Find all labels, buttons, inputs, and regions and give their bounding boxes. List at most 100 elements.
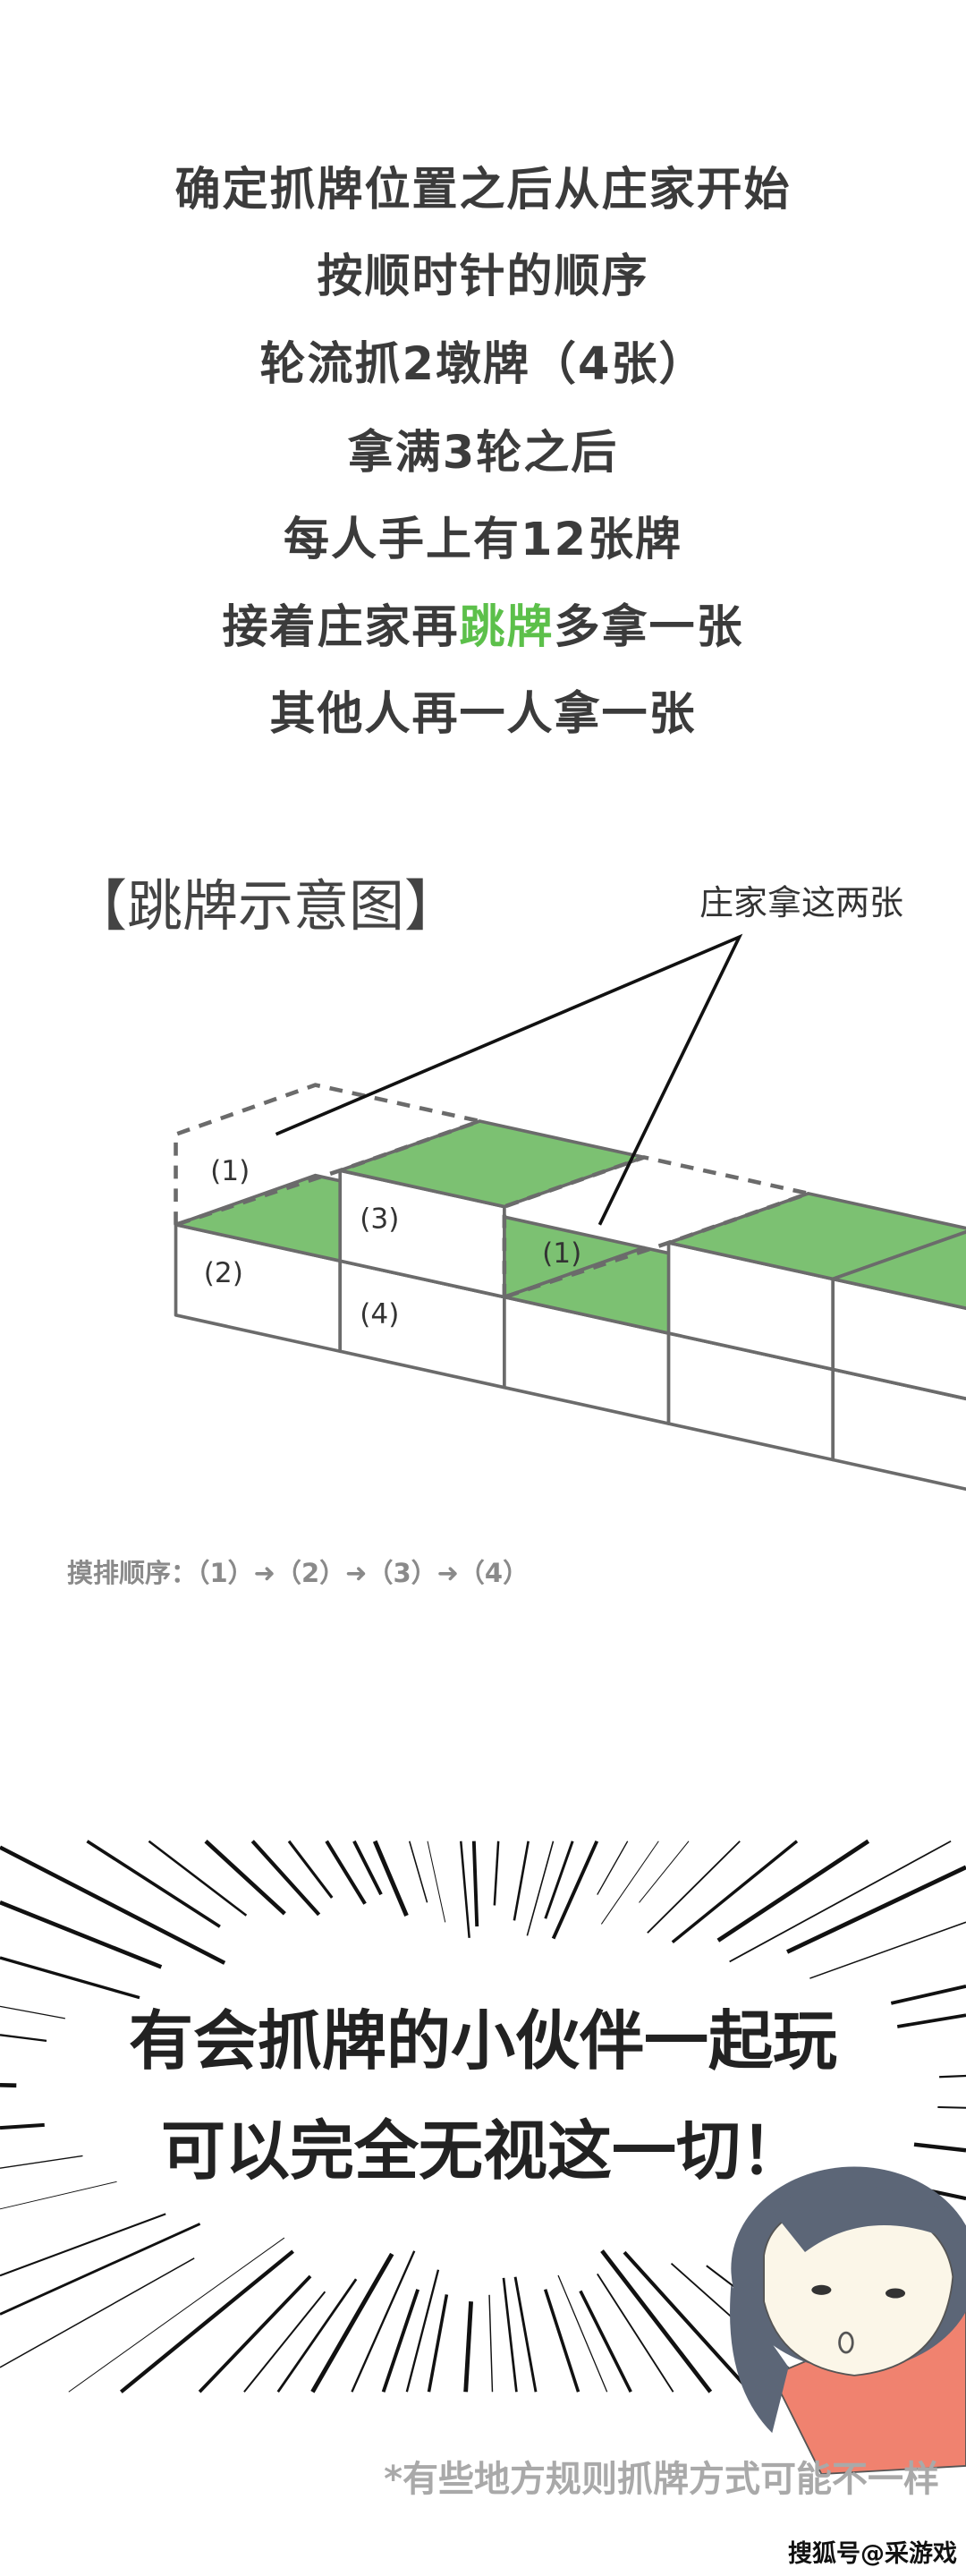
speed-line bbox=[0, 2257, 195, 2368]
speed-line bbox=[372, 1840, 409, 1917]
intro-line: 接着庄家再跳牌多拿一张 bbox=[0, 590, 966, 656]
speed-line bbox=[0, 2034, 47, 2043]
speed-line bbox=[325, 1840, 367, 1905]
line-text: 按顺时针的顺序 bbox=[317, 251, 649, 303]
speed-line bbox=[0, 1956, 140, 2000]
speed-line bbox=[716, 1839, 870, 1943]
speed-line bbox=[0, 2155, 83, 2169]
speed-line bbox=[471, 1841, 479, 1927]
intro-line: 每人手上有12张牌 bbox=[0, 502, 966, 568]
speed-line bbox=[287, 1840, 334, 1899]
speed-line bbox=[463, 2301, 473, 2393]
speed-line bbox=[408, 1841, 428, 1903]
tile-top-face bbox=[831, 1229, 966, 1311]
line-text: 多拿一张 bbox=[554, 601, 744, 654]
speed-line bbox=[204, 1840, 286, 1916]
speed-line bbox=[86, 1840, 221, 1928]
speed-line bbox=[513, 1841, 530, 1921]
speed-line bbox=[502, 2277, 518, 2393]
speed-line bbox=[0, 2122, 45, 2130]
speed-line bbox=[809, 1921, 966, 1979]
speed-line bbox=[68, 2237, 285, 2393]
tile-front-face bbox=[831, 1277, 966, 1401]
speed-line bbox=[381, 2289, 420, 2393]
speed-line bbox=[543, 2289, 580, 2393]
speed-line bbox=[896, 2013, 966, 2028]
burst-line-1: 有会抓牌的小伙伴一起玩 bbox=[128, 2003, 837, 2079]
watermark: 搜狐号@采游戏 bbox=[788, 2540, 957, 2568]
line-text: 轮流抓2墩牌（4张） bbox=[259, 338, 707, 391]
intro-line: 其他人再一人拿一张 bbox=[0, 676, 966, 743]
highlight-text: 跳牌 bbox=[459, 601, 555, 654]
callout-lines bbox=[275, 933, 743, 1226]
line-text: 其他人再一人拿一张 bbox=[269, 688, 697, 741]
speed-line bbox=[0, 2005, 65, 2019]
speed-line bbox=[623, 2250, 752, 2393]
speed-line bbox=[513, 2276, 538, 2393]
speed-line bbox=[198, 2274, 312, 2393]
speed-line bbox=[276, 2278, 358, 2393]
speed-line bbox=[597, 1841, 629, 1895]
label-tile-2: (2) bbox=[204, 1257, 243, 1289]
speed-line bbox=[120, 2249, 294, 2393]
speed-line bbox=[544, 1841, 574, 1919]
tile-front-face bbox=[831, 1367, 966, 1492]
label-tile-4: (4) bbox=[360, 1298, 399, 1331]
label-ghost-1a: (1) bbox=[210, 1155, 250, 1187]
character-illustration bbox=[730, 2166, 966, 2476]
speed-line bbox=[890, 1985, 966, 2005]
speed-line bbox=[937, 2106, 966, 2109]
intro-line: 确定抓牌位置之后从庄家开始 bbox=[0, 152, 966, 218]
speed-line bbox=[243, 2291, 326, 2393]
footnote: *有些地方规则抓牌方式可能不一样 bbox=[384, 2459, 939, 2500]
speed-line bbox=[551, 1840, 599, 1940]
speed-line bbox=[729, 1840, 952, 1963]
line-text: 接着庄家再 bbox=[222, 601, 460, 654]
speed-line bbox=[639, 1841, 690, 1903]
burst-line-2: 可以完全无视这一切！ bbox=[160, 2113, 805, 2189]
speed-line bbox=[427, 2294, 449, 2393]
speed-line bbox=[600, 1841, 659, 1925]
speed-line bbox=[427, 1841, 446, 1923]
speed-line bbox=[310, 2252, 394, 2393]
label-tile-3: (3) bbox=[360, 1203, 399, 1235]
speed-line bbox=[579, 2290, 632, 2393]
line-text: 每人手上有12张牌 bbox=[284, 514, 682, 566]
speed-line bbox=[597, 2273, 674, 2393]
speed-line bbox=[488, 2294, 494, 2393]
tile-diagram bbox=[174, 1083, 966, 1492]
removed-tile-outline bbox=[174, 1083, 482, 1228]
callout-label: 庄家拿这两张 bbox=[699, 883, 904, 922]
speed-line bbox=[786, 1865, 966, 1954]
line-text: 确定抓牌位置之后从庄家开始 bbox=[174, 164, 792, 217]
diagram-title: 【跳牌示意图】 bbox=[72, 873, 461, 939]
speed-line bbox=[526, 1841, 555, 1936]
speed-line bbox=[557, 2274, 608, 2393]
speed-line bbox=[405, 2269, 440, 2393]
speed-line bbox=[351, 2250, 416, 2393]
speed-line bbox=[148, 1840, 248, 1917]
removed-tile-outline bbox=[502, 1155, 810, 1299]
speed-line bbox=[0, 2223, 201, 2316]
line-text: 拿满3轮之后 bbox=[347, 427, 619, 480]
speed-line bbox=[647, 1841, 741, 1934]
speed-line bbox=[671, 1840, 799, 1944]
speed-line bbox=[0, 1900, 163, 1969]
speed-line bbox=[250, 1840, 321, 1917]
intro-line: 轮流抓2墩牌（4张） bbox=[0, 327, 966, 393]
speed-line bbox=[352, 1840, 383, 1896]
speed-line bbox=[913, 2142, 966, 2153]
intro-line: 拿满3轮之后 bbox=[0, 415, 966, 481]
speed-line bbox=[0, 2181, 117, 2210]
draw-order-text: 摸排顺序：（1）➜（2）➜（3）➜（4） bbox=[67, 1558, 530, 1588]
speed-line bbox=[493, 1841, 500, 1906]
speed-line bbox=[0, 2213, 166, 2277]
label-ghost-1b: (1) bbox=[542, 1237, 581, 1270]
speed-line bbox=[939, 2074, 966, 2079]
speed-line bbox=[460, 1841, 470, 1938]
tile-labels: (1) (2) (3) (4) (1) bbox=[204, 1155, 582, 1331]
speed-line bbox=[0, 1845, 226, 1965]
speed-line bbox=[600, 2249, 713, 2393]
